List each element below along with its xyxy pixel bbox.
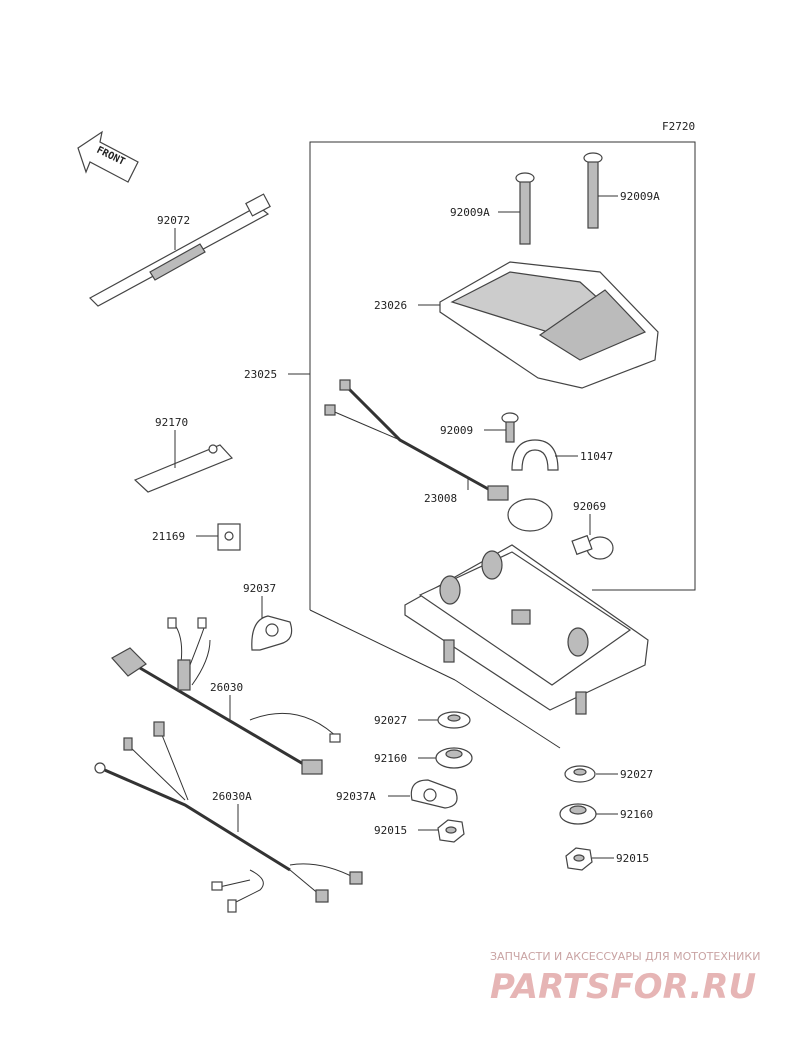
- bracket-part: [511, 439, 559, 471]
- lamp-base-part: [404, 544, 649, 715]
- screw-92009: [501, 412, 519, 443]
- label-92015-left: 92015: [374, 824, 407, 837]
- label-92069: 92069: [573, 500, 606, 513]
- cable-tie-part: [89, 193, 271, 307]
- frame-diagonal-bottom: [454, 679, 561, 749]
- label-92027-right: 92027: [620, 768, 653, 781]
- screw-92009A-right: [583, 152, 603, 229]
- label-92027-left: 92027: [374, 714, 407, 727]
- grommet-92160-left: [435, 747, 473, 769]
- diagram-code: F2720: [662, 120, 695, 133]
- label-92160-right: 92160: [620, 808, 653, 821]
- assembly-frame: [309, 141, 696, 610]
- label-23026: 23026: [374, 299, 407, 312]
- nut-92015-left: [437, 819, 465, 843]
- clip-part: [217, 523, 241, 551]
- label-11047: 11047: [580, 450, 613, 463]
- label-92009: 92009: [440, 424, 473, 437]
- screw-92009A-left: [515, 172, 535, 245]
- label-92015-right: 92015: [616, 852, 649, 865]
- label-26030A: 26030A: [212, 790, 252, 803]
- label-92160-left: 92160: [374, 752, 407, 765]
- label-92009A-right: 92009A: [620, 190, 660, 203]
- nut-92015-right: [565, 847, 593, 871]
- socket-wire-part: [324, 379, 553, 532]
- washer-92027-right: [564, 765, 596, 783]
- lens-cover-part: [439, 261, 659, 389]
- label-92170: 92170: [155, 416, 188, 429]
- watermark-brand: PARTSFOR.RU: [490, 967, 756, 1007]
- wire-harness-26030: [111, 617, 341, 775]
- clamp-92037A: [410, 779, 458, 809]
- label-92037A: 92037A: [336, 790, 376, 803]
- front-arrow-icon: FRONT: [77, 130, 139, 183]
- frame-diagonal-left: [309, 609, 456, 681]
- bulb-part: [571, 534, 614, 560]
- strap-part: [133, 444, 234, 493]
- label-23008: 23008: [424, 492, 457, 505]
- wire-harness-26030A: [94, 721, 363, 913]
- label-92009A-left: 92009A: [450, 206, 490, 219]
- label-92072: 92072: [157, 214, 190, 227]
- label-92037: 92037: [243, 582, 276, 595]
- label-26030: 26030: [210, 681, 243, 694]
- watermark-subtitle: ЗАПЧАСТИ И АКСЕССУАРЫ ДЛЯ МОТОТЕХНИКИ: [490, 950, 760, 963]
- clamp-part: [251, 615, 293, 651]
- washer-92027-left: [437, 711, 471, 729]
- grommet-92160-right: [559, 803, 597, 825]
- label-21169: 21169: [152, 530, 185, 543]
- label-23025: 23025: [244, 368, 277, 381]
